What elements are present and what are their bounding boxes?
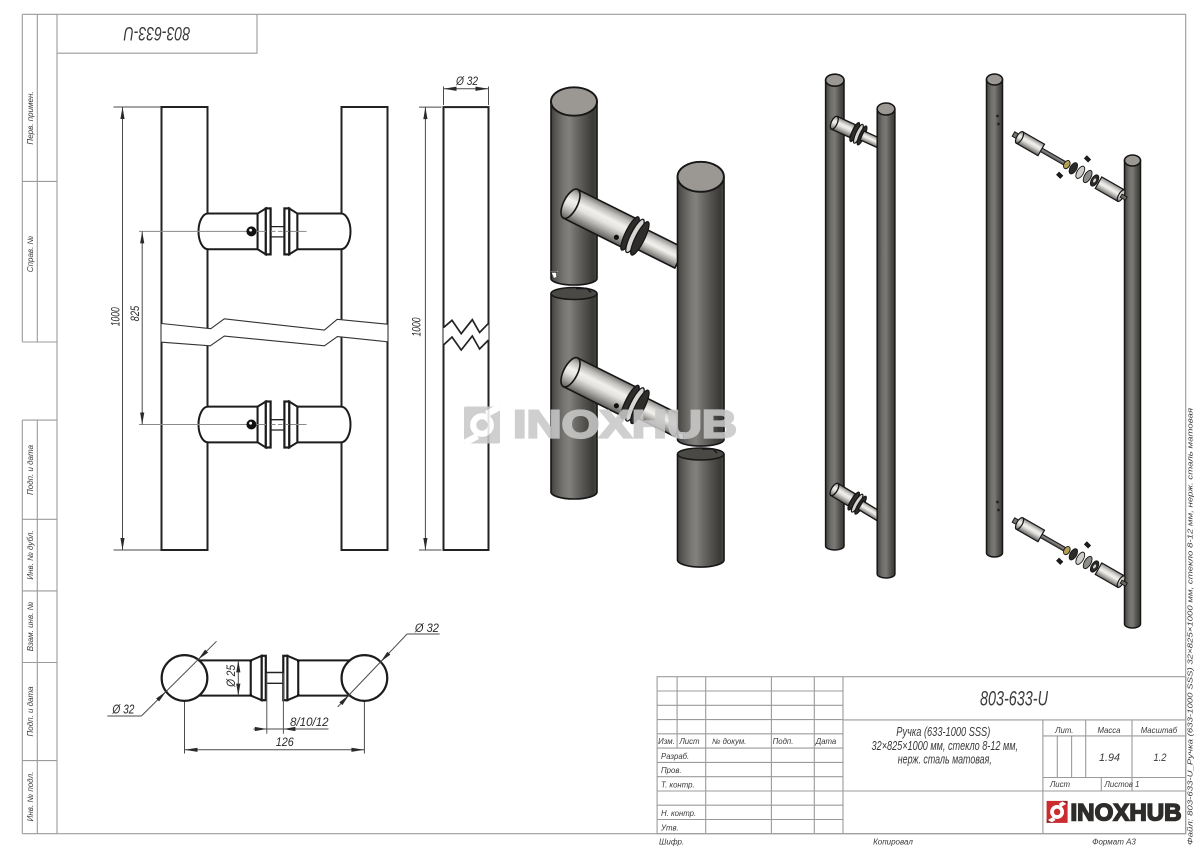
svg-text:Перв. примен.: Перв. примен. xyxy=(26,91,35,144)
svg-text:Файл: 803-633-U_Ручка (633-100: Файл: 803-633-U_Ручка (633-1000 SSS) 32×… xyxy=(1186,408,1195,845)
svg-text:Инв. № подл.: Инв. № подл. xyxy=(26,772,35,822)
svg-text:Утв.: Утв. xyxy=(660,823,679,832)
svg-text:803-633-U: 803-633-U xyxy=(124,22,191,43)
svg-text:1.94: 1.94 xyxy=(1099,752,1120,764)
svg-text:№ докум.: № докум. xyxy=(712,737,746,746)
svg-text:Подп. и дата: Подп. и дата xyxy=(26,686,35,737)
svg-text:Формат А3: Формат А3 xyxy=(1092,838,1136,847)
svg-text:INOXHUB: INOXHUB xyxy=(1071,800,1182,827)
svg-text:INOXHUB: INOXHUB xyxy=(513,404,737,447)
svg-text:Пров.: Пров. xyxy=(661,766,682,775)
svg-text:Ø 32: Ø 32 xyxy=(414,621,439,635)
svg-text:Подп.: Подп. xyxy=(773,737,794,746)
svg-text:32×825×1000 мм, стекло 8-12 мм: 32×825×1000 мм, стекло 8-12 мм, xyxy=(872,739,1019,753)
svg-text:Копировал: Копировал xyxy=(873,838,913,847)
svg-text:Н. контр.: Н. контр. xyxy=(661,809,696,818)
svg-text:Листов 1: Листов 1 xyxy=(1104,780,1140,789)
svg-text:нерж. сталь матовая,: нерж. сталь матовая, xyxy=(898,753,992,767)
svg-text:Изм.: Изм. xyxy=(658,737,675,746)
svg-text:Дата: Дата xyxy=(815,737,837,746)
svg-text:1000: 1000 xyxy=(110,307,122,326)
svg-text:Взам. инв. №: Взам. инв. № xyxy=(26,601,35,651)
svg-text:Инв. № дубл.: Инв. № дубл. xyxy=(26,530,35,579)
svg-text:Лист: Лист xyxy=(678,737,700,746)
svg-text:1000: 1000 xyxy=(412,317,424,336)
svg-text:Разраб.: Разраб. xyxy=(661,752,689,761)
svg-text:Справ. №: Справ. № xyxy=(26,235,35,272)
svg-text:Лит.: Лит. xyxy=(1054,726,1073,735)
svg-text:Т. контр.: Т. контр. xyxy=(661,781,695,790)
svg-text:Ø 32: Ø 32 xyxy=(112,703,135,717)
svg-text:Подп. и дата: Подп. и дата xyxy=(26,444,35,495)
svg-text:Масштаб: Масштаб xyxy=(1141,726,1178,735)
svg-text:825: 825 xyxy=(130,305,142,321)
svg-text:Ø 25: Ø 25 xyxy=(226,664,238,687)
svg-text:1.2: 1.2 xyxy=(1154,752,1167,764)
svg-text:8/10/12: 8/10/12 xyxy=(290,717,329,729)
svg-text:126: 126 xyxy=(276,737,295,749)
svg-text:Масса: Масса xyxy=(1097,726,1121,735)
svg-text:Лист: Лист xyxy=(1049,780,1071,789)
svg-text:Шифр.: Шифр. xyxy=(659,838,684,847)
svg-text:803-633-U: 803-633-U xyxy=(980,688,1049,711)
svg-text:Ручка (633-1000 SSS): Ручка (633-1000 SSS) xyxy=(896,725,990,739)
svg-text:Ø 32: Ø 32 xyxy=(455,74,478,88)
